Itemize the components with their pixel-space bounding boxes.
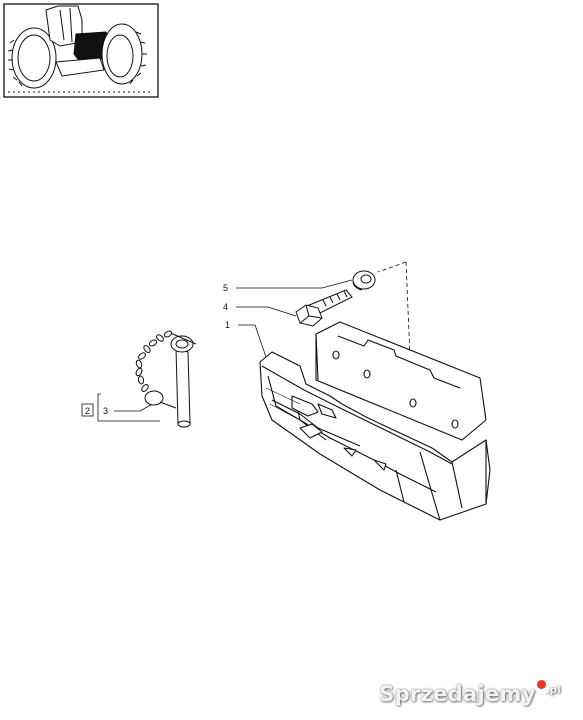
watermark-tld: .pl (545, 685, 561, 696)
front-weight-block (259, 321, 491, 521)
callout-lines (97, 279, 353, 422)
tractor-thumbnail-icon (7, 5, 150, 93)
assembly-axis (377, 261, 413, 405)
callout-2-box (81, 403, 94, 417)
bolt-part (295, 289, 353, 327)
lynch-pin-with-chain (135, 330, 197, 428)
callout-2: 2 (85, 406, 90, 416)
callout-1: 1 (225, 320, 230, 330)
watermark: Sprzedajemy .pl (379, 680, 561, 706)
washer-part (352, 270, 376, 291)
callout-4: 4 (223, 302, 228, 312)
callout-labels: 5 4 1 2 3 (81, 283, 230, 417)
callout-5: 5 (223, 283, 228, 293)
watermark-dot-icon (536, 680, 546, 689)
watermark-text: Sprzedajemy (379, 682, 536, 706)
chain-links (135, 330, 173, 392)
locator-thumbnail (3, 3, 159, 98)
callout-3: 3 (103, 406, 108, 416)
